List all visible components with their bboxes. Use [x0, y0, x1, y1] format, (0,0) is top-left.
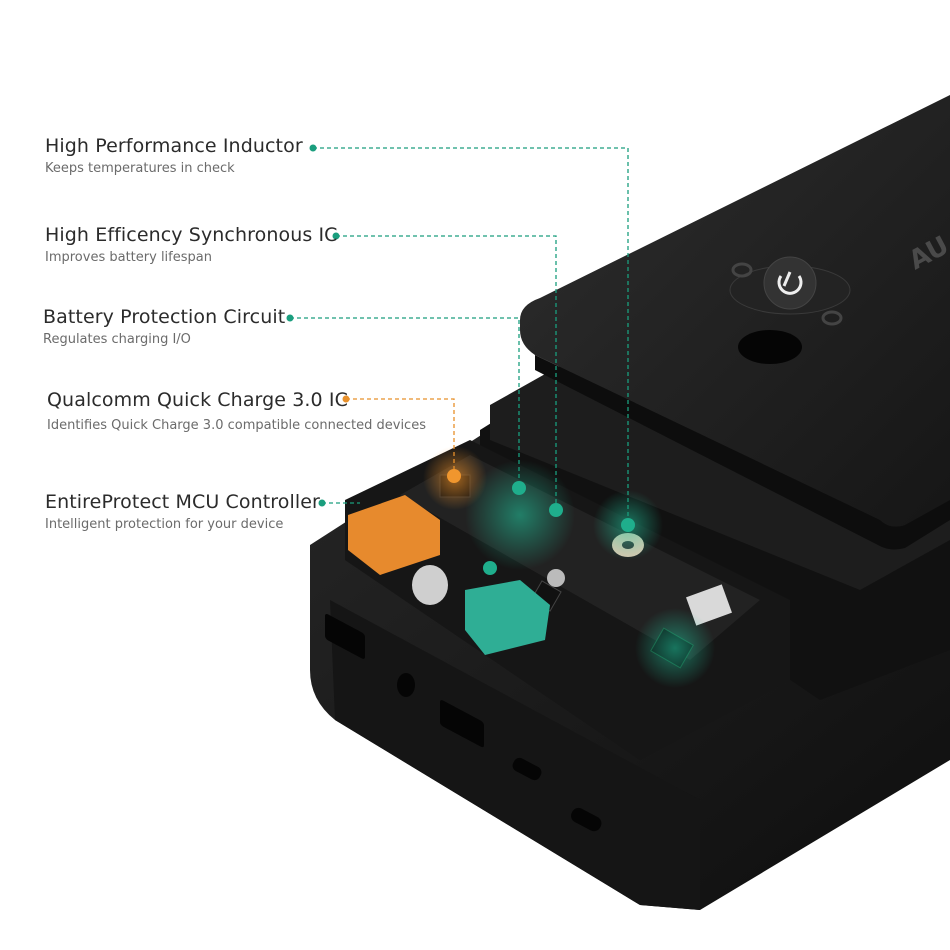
callout-subtitle: Regulates charging I/O [43, 332, 191, 347]
callout-synchronous-ic: High Efficency Synchronous IC Improves b… [45, 224, 338, 265]
callout-subtitle: Identifies Quick Charge 3.0 compatible c… [47, 418, 426, 433]
callout-subtitle: Keeps temperatures in check [45, 161, 235, 176]
callout-subtitle: Intelligent protection for your device [45, 517, 284, 532]
callout-mcu-controller: EntireProtect MCU Controller Intelligent… [45, 491, 320, 532]
callout-title: Battery Protection Circuit [43, 306, 286, 328]
callout-battery-protection: Battery Protection Circuit Regulates cha… [43, 306, 285, 347]
callout-title: Qualcomm Quick Charge 3.0 IC [47, 389, 348, 411]
callout-title: High Efficency Synchronous IC [45, 224, 338, 246]
callout-title: High Performance Inductor [45, 135, 303, 157]
callout-quick-charge-ic: Qualcomm Quick Charge 3.0 IC Identifies … [47, 389, 426, 433]
callout-title: EntireProtect MCU Controller [45, 491, 320, 513]
callout-subtitle: Improves battery lifespan [45, 250, 212, 265]
power-icon [729, 256, 851, 326]
callout-high-performance-inductor: High Performance Inductor Keeps temperat… [45, 135, 303, 176]
